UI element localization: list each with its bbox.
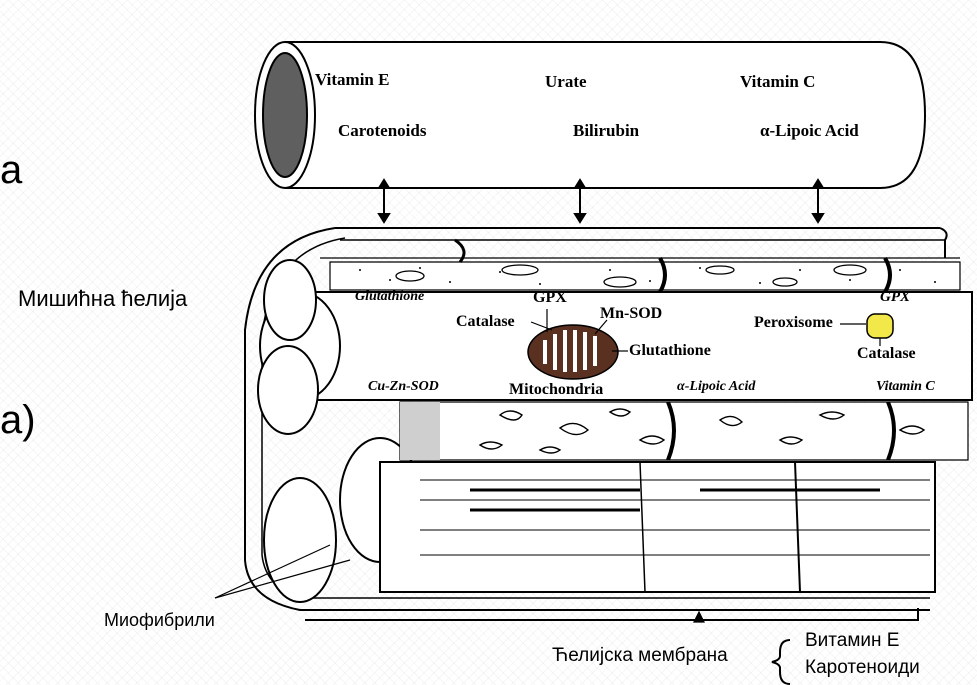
label-lipoic-acid-cell: α-Lipoic Acid bbox=[677, 379, 755, 395]
label-catalase-left: Catalase bbox=[456, 313, 515, 331]
label-membrane-carotenoids: Каротеноиди bbox=[805, 657, 920, 679]
label-vitamin-c-cell: Vitamin C bbox=[876, 379, 935, 395]
label-mito-glutathione: Glutathione bbox=[629, 342, 711, 360]
label-cu-zn-sod: Cu-Zn-SOD bbox=[368, 379, 439, 395]
label-bilirubin: Bilirubin bbox=[573, 121, 639, 141]
sarcoplasm-bottom bbox=[400, 402, 968, 460]
label-glutathione: Glutathione bbox=[355, 289, 424, 305]
label-peroxisome: Peroxisome bbox=[754, 314, 833, 332]
mitochondrion bbox=[528, 325, 618, 379]
label-urate: Urate bbox=[545, 72, 587, 92]
vessel-lumen bbox=[263, 53, 307, 177]
label-cell-membrane: Ћелијска мембрана bbox=[552, 645, 728, 667]
label-muscle-cell: Мишићна ћелија bbox=[18, 286, 187, 312]
label-mitochondria: Mitochondria bbox=[509, 381, 603, 399]
lower-myofibril bbox=[380, 462, 935, 592]
label-carotenoids: Carotenoids bbox=[338, 121, 426, 141]
label-membrane-vitamin-e: Витамин Е bbox=[805, 630, 899, 652]
label-myofibrils: Миофибрили bbox=[104, 610, 215, 631]
label-gpx-center: GPX bbox=[533, 289, 567, 307]
label-gpx-right: GPX bbox=[880, 289, 910, 306]
label-lipoic-acid-blood: α-Lipoic Acid bbox=[760, 121, 859, 141]
label-vitamin-c: Vitamin C bbox=[740, 72, 815, 92]
sarcoplasm-top bbox=[330, 240, 960, 292]
label-mn-sod: Mn-SOD bbox=[600, 305, 662, 323]
peroxisome bbox=[867, 314, 893, 338]
curly-brace bbox=[772, 640, 790, 684]
label-catalase-right: Catalase bbox=[857, 345, 916, 363]
label-vitamin-e: Vitamin E bbox=[315, 70, 389, 90]
blood-vessel bbox=[255, 42, 925, 188]
